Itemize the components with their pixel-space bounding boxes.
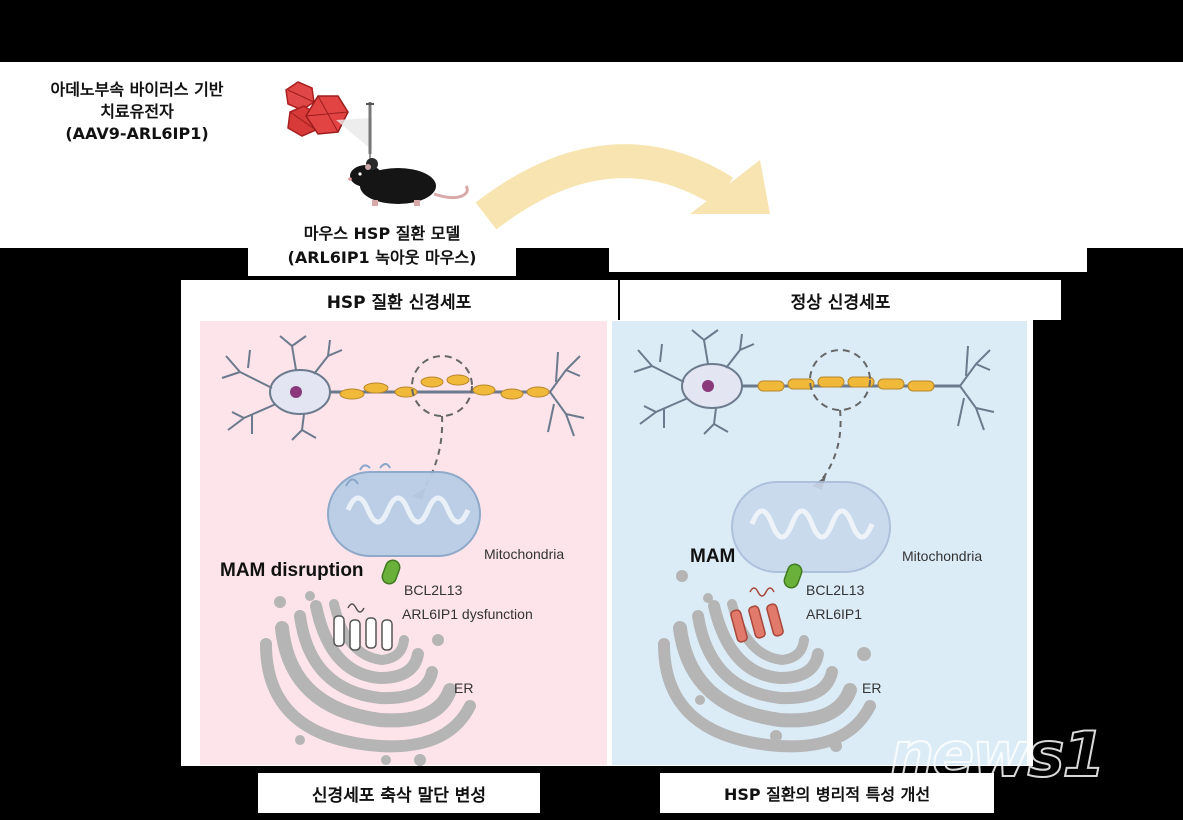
news1-watermark: news1 xyxy=(889,712,1180,812)
right-arl6ip1-icon xyxy=(730,587,784,643)
left-er-vesicles xyxy=(274,591,444,766)
model-line-1: 마우스 HSP 질환 모델 xyxy=(303,224,461,243)
left-caption: 신경세포 축삭 말단 변성 xyxy=(258,773,540,813)
model-label: 마우스 HSP 질환 모델 (ARL6IP1 녹아웃 마우스) xyxy=(248,218,516,274)
right-er-vesicles xyxy=(676,570,871,752)
right-mitochondria-icon xyxy=(731,481,891,573)
left-panel-header: HSP 질환 신경세포 xyxy=(326,292,472,313)
right-arl6ip1-label: ARL6IP1 xyxy=(806,606,863,622)
left-mam-label: MAM disruption xyxy=(220,560,364,581)
transition-arrow xyxy=(475,144,770,230)
therapy-line-1: 아데노부속 바이러스 기반 xyxy=(50,80,224,99)
header-divider xyxy=(618,280,620,320)
left-bcl2l13-label: BCL2L13 xyxy=(404,582,463,598)
watermark-text: news1 xyxy=(889,717,1107,792)
left-nucleus xyxy=(290,386,302,398)
right-header-box xyxy=(620,280,1061,320)
therapy-line-2: 치료유전자 xyxy=(100,102,174,121)
right-er-icon xyxy=(658,599,876,753)
right-mam-label: MAM xyxy=(690,546,736,567)
right-axon xyxy=(742,376,960,392)
right-bcl2l13-label: BCL2L13 xyxy=(806,582,865,598)
right-mito-label: Mitochondria xyxy=(902,548,983,564)
left-mito-label: Mitochondria xyxy=(484,546,565,562)
therapy-line-3: (AAV9-ARL6IP1) xyxy=(65,124,209,143)
model-line-2: (ARL6IP1 녹아웃 마우스) xyxy=(287,248,477,267)
left-bcl2l13-icon xyxy=(381,559,401,585)
virus-icon xyxy=(285,81,349,137)
right-er-label: ER xyxy=(862,680,882,696)
right-zoom-arrow xyxy=(819,409,842,483)
left-dysfunction-label: ARL6IP1 dysfunction xyxy=(402,606,533,622)
left-zoom-circle xyxy=(411,355,473,417)
right-nucleus xyxy=(702,380,714,392)
right-top-box xyxy=(609,240,1087,272)
right-caption: HSP 질환의 병리적 특성 개선 xyxy=(660,773,994,813)
left-er-label: ER xyxy=(454,680,474,696)
left-mitochondria-icon xyxy=(327,463,481,557)
model-label-box xyxy=(248,240,516,276)
right-bcl2l13-icon xyxy=(783,563,803,589)
left-arl6ip1-icon xyxy=(333,603,393,651)
right-panel-header: 정상 신경세포 xyxy=(790,292,891,313)
therapy-label: 아데노부속 바이러스 기반 치료유전자 (AAV9-ARL6IP1) xyxy=(12,76,262,148)
left-axon xyxy=(330,374,550,400)
right-zoom-circle xyxy=(809,349,871,411)
mouse-icon xyxy=(348,158,469,206)
syringe-beam xyxy=(336,118,372,150)
